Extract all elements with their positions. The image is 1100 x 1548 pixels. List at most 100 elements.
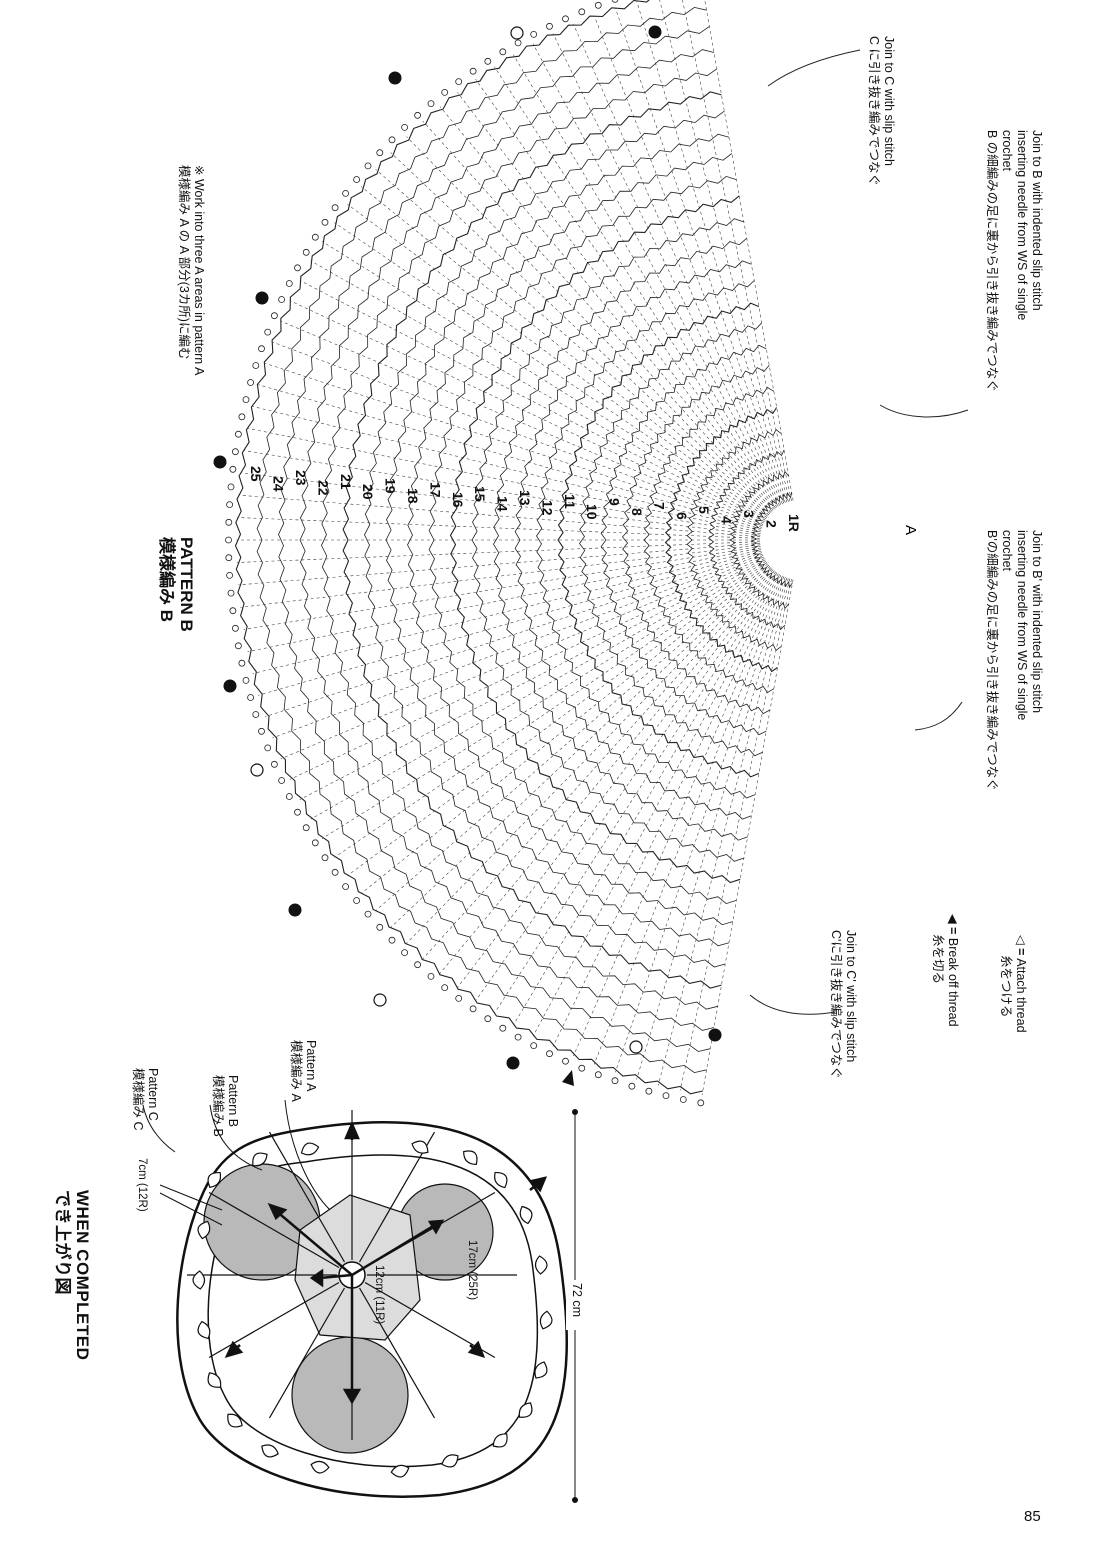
picot: [499, 1024, 507, 1032]
edge-petal: [441, 1454, 459, 1468]
picot: [427, 973, 435, 980]
dim-center: 12cm (11R): [373, 1265, 385, 1325]
picot: [455, 995, 463, 1002]
dimension-end: [572, 1109, 578, 1115]
label-pattern-a: Pattern A 模様編み A: [289, 1040, 318, 1102]
legend-attach-thread: ◁ = Attach thread 糸をつける: [999, 935, 1028, 1033]
stitch-ring: [600, 344, 767, 736]
pattern-b-note: ※ Work into three A areas in pattern A 模…: [177, 165, 206, 376]
spoke-line: [364, 1281, 496, 1359]
picot: [427, 100, 435, 107]
break-thread-marker: [288, 903, 302, 917]
row-number: 18: [405, 488, 421, 504]
picot: [285, 793, 293, 800]
row-number: 21: [338, 474, 354, 490]
edge-petal: [261, 1444, 279, 1458]
annotation-join-c: Join to C with slip stitch C に引き抜き編みでつなぐ: [867, 36, 896, 187]
picot: [611, 1077, 619, 1085]
row-number: 7: [651, 502, 667, 510]
break-thread-marker: [213, 455, 227, 469]
edge-petal: [300, 1142, 320, 1156]
leader-line: [209, 1104, 263, 1171]
picot: [331, 204, 339, 212]
picot: [353, 176, 361, 183]
picot: [530, 1042, 538, 1049]
picot: [242, 396, 250, 404]
picot: [231, 624, 239, 632]
picot: [302, 824, 310, 832]
picot: [414, 961, 422, 969]
pattern-c-petals: [192, 1140, 553, 1478]
break-thread-marker: [223, 679, 237, 693]
picot: [231, 448, 239, 456]
picot: [697, 1099, 705, 1107]
edge-petal: [534, 1361, 548, 1379]
spoke-line: [268, 1131, 346, 1263]
picot: [227, 589, 235, 597]
picot: [414, 111, 422, 119]
picot: [285, 280, 293, 287]
picot: [499, 48, 507, 56]
stitch-ring: [299, 49, 715, 1031]
annotation-join-b: Join to B with indented slip stitch inse…: [985, 130, 1044, 392]
picot: [252, 362, 260, 369]
row-number: 22: [315, 480, 331, 496]
picot: [546, 1050, 553, 1058]
picot: [469, 67, 477, 75]
leader-line: [159, 1184, 223, 1211]
picot: [225, 554, 233, 562]
picot: [364, 162, 372, 170]
row-number: 12: [539, 500, 555, 516]
attach-thread-marker: [629, 1040, 643, 1054]
picot: [530, 31, 538, 38]
stitch-ring: [557, 302, 760, 778]
picot: [401, 124, 409, 131]
row-number: 25: [248, 466, 264, 482]
label-pattern-c: Pattern C 模様編み C: [131, 1068, 160, 1131]
picot: [441, 984, 449, 991]
picot: [342, 189, 350, 197]
dim-circle: 17cm (25R): [466, 1240, 478, 1301]
picot: [264, 744, 272, 752]
row-number: 6: [674, 512, 690, 520]
annotation-join-cp: Join to C' with slip stitch C'に引き抜き編みでつな…: [829, 930, 858, 1079]
spoke-line: [208, 1191, 340, 1269]
start-arrow: [562, 1070, 574, 1086]
stitch-ring: [579, 322, 763, 757]
break-thread-marker: [648, 25, 662, 39]
picot: [388, 936, 396, 944]
outer-border: [176, 1120, 569, 1498]
leader-line: [159, 1192, 223, 1226]
picot: [594, 1, 602, 9]
picot: [376, 149, 384, 157]
legend-break-thread: ◀ = Break off thread 糸を切る: [931, 914, 960, 1027]
row-number: 2: [763, 520, 779, 528]
picot: [234, 642, 242, 650]
row-number: 9: [607, 498, 623, 506]
edge-petal: [310, 1460, 330, 1474]
edge-petal: [192, 1270, 206, 1290]
edge-petal: [390, 1464, 410, 1478]
leader-line: [142, 1104, 176, 1153]
picot: [247, 379, 255, 386]
picot: [238, 413, 246, 421]
picot: [628, 1082, 636, 1090]
picot: [342, 883, 350, 890]
dim-outer: 7cm (12R): [136, 1158, 148, 1212]
picot: [247, 694, 255, 701]
picot: [514, 39, 522, 47]
break-symbol: ◀ =: [946, 914, 960, 935]
leader-line-join-bp: [914, 701, 963, 731]
picot: [401, 949, 409, 956]
picot: [302, 248, 310, 256]
picot: [388, 136, 396, 144]
edge-petal: [463, 1150, 478, 1165]
picot: [226, 501, 234, 509]
picot: [546, 22, 553, 30]
picot: [252, 711, 260, 718]
row-number: 15: [472, 486, 488, 502]
picot: [234, 430, 242, 438]
picot: [270, 760, 278, 768]
row-number: 5: [696, 506, 712, 514]
